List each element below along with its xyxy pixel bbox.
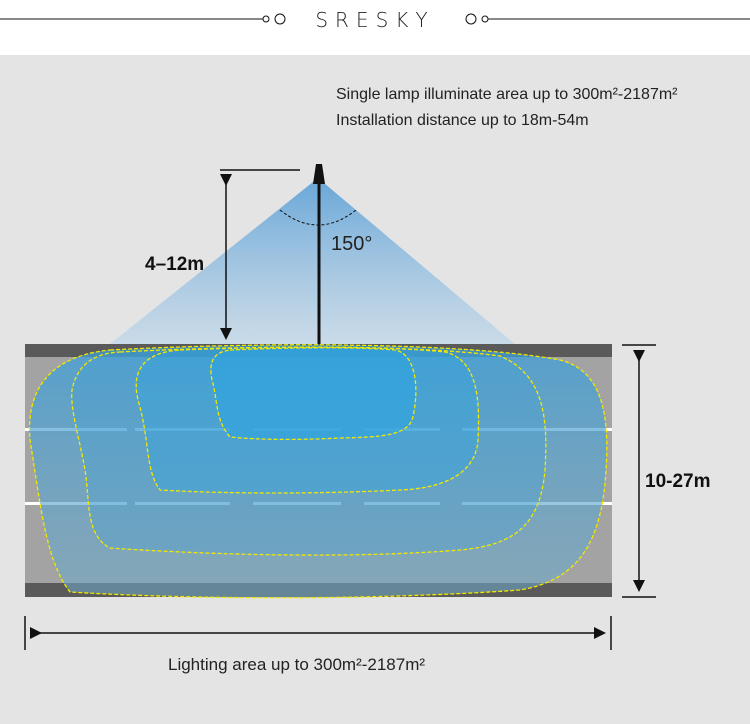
lamp-pole [313,164,325,344]
width-dimension [622,344,656,598]
angle-label: 150° [331,233,373,255]
brand-logo: SRESKY [315,8,435,32]
header: SRESKY [0,0,750,55]
header-divider [0,13,750,25]
contour-outer [28,344,608,599]
illumination-contours [28,344,608,599]
height-dimension [220,169,300,340]
info-distance: Installation distance up to 18m-54m [336,112,589,129]
length-dimension [24,616,612,650]
angle-arc [279,209,357,226]
height-label: 4–12m [145,254,205,275]
contour-2 [71,346,547,556]
contour-inner [210,347,417,441]
info-area: Single lamp illuminate area up to 300m²-… [336,86,678,103]
width-label: 10-27m [645,471,711,492]
light-cone [110,178,515,344]
length-label: Lighting area up to 300m²-2187m² [168,655,426,674]
